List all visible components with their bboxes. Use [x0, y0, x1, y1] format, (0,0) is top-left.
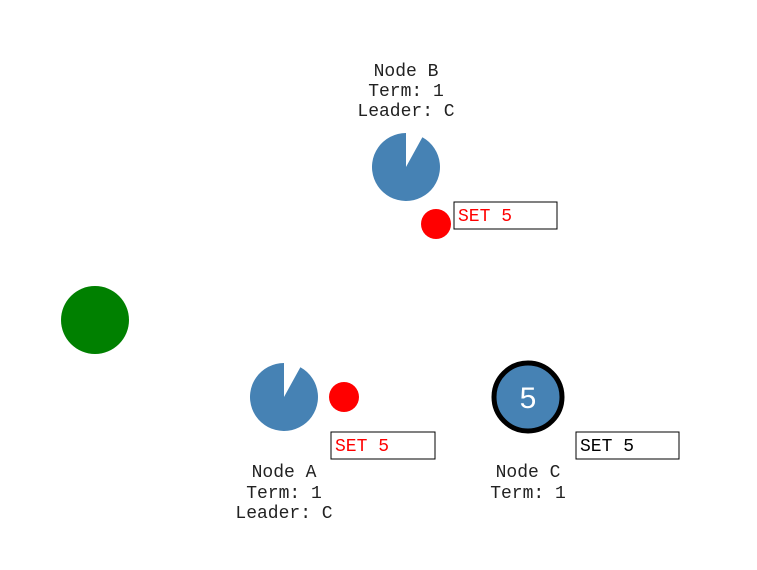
node-c-value: 5	[520, 382, 537, 415]
node-a-log-entry: SET 5	[335, 437, 389, 457]
node-a-leader: Leader: C	[235, 504, 332, 524]
node-b-log-box	[453, 201, 558, 230]
node-c-log-box	[575, 431, 680, 460]
node-a-timer-circle	[249, 363, 318, 431]
node-c-circle	[491, 360, 565, 434]
node-a-log-box	[330, 431, 436, 460]
node-c-term: Term: 1	[490, 484, 566, 504]
node-a-term: Term: 1	[246, 484, 322, 504]
node-a[interactable]: SET 5 Node A Term: 1 Leader: C	[235, 363, 436, 524]
node-b[interactable]: Node B Term: 1 Leader: C SET 5	[357, 62, 558, 239]
node-b-log-entry: SET 5	[458, 207, 512, 227]
client-node[interactable]	[61, 286, 129, 354]
node-b-term: Term: 1	[368, 82, 444, 102]
node-b-name: Node B	[374, 62, 439, 82]
node-a-name: Node A	[252, 463, 317, 483]
node-c-log-entry: SET 5	[580, 437, 634, 457]
node-c-name: Node C	[496, 463, 561, 483]
node-a-message	[329, 382, 359, 412]
node-b-timer-circle	[371, 133, 440, 201]
node-b-message	[421, 209, 451, 239]
node-b-leader: Leader: C	[357, 102, 454, 122]
node-c[interactable]: 5 SET 5 Node C Term: 1	[490, 360, 680, 504]
